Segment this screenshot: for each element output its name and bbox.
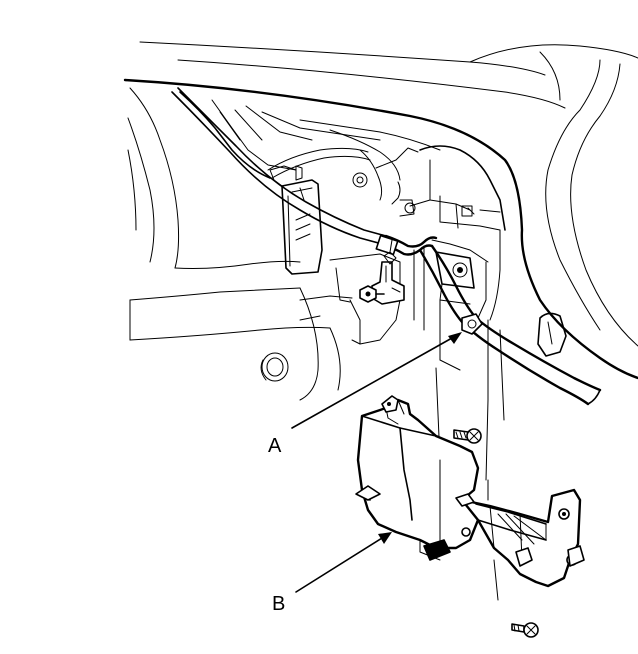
ground-bracket xyxy=(359,239,405,305)
lower-cover-b xyxy=(355,395,585,588)
side-vent xyxy=(537,312,567,357)
leader-a xyxy=(291,332,462,429)
callout-label-a: A xyxy=(268,435,282,457)
screw-bolt xyxy=(493,559,499,601)
dash-mechanism xyxy=(179,91,506,481)
screw-upper xyxy=(453,428,482,444)
screw-lower xyxy=(511,622,539,638)
dashboard-outline xyxy=(123,41,638,401)
leader-b xyxy=(295,532,392,593)
callout-label-b: B xyxy=(272,593,285,615)
